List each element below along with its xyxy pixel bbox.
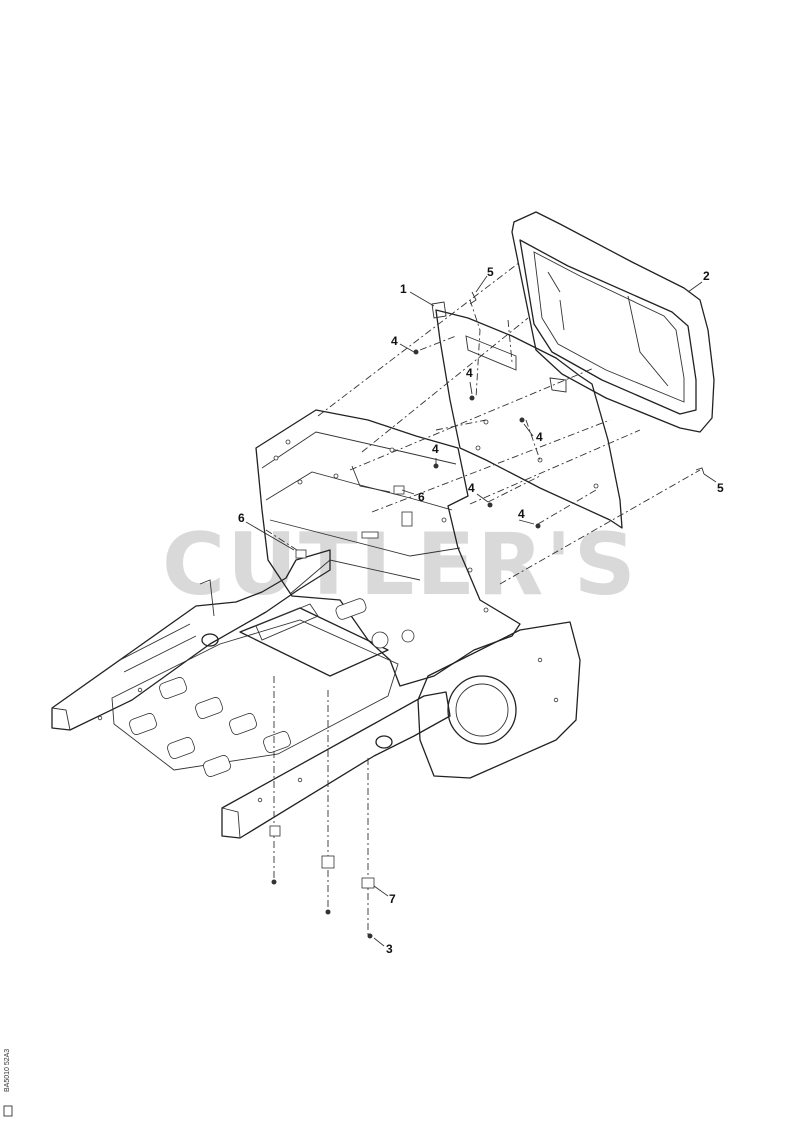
fastener-hardware — [269, 291, 705, 939]
callout-leaders — [245, 275, 717, 947]
main-frame — [51, 549, 581, 839]
callout-labels: 1 2 3 4 4 4 4 4 4 5 5 6 6 7 — [238, 265, 724, 956]
callout-4: 4 — [536, 430, 543, 444]
callout-5: 5 — [487, 265, 494, 279]
callout-7: 7 — [389, 892, 396, 906]
drawing-code-box — [3, 1105, 13, 1117]
callout-4: 4 — [391, 334, 398, 348]
callout-6: 6 — [238, 511, 245, 525]
callout-3: 3 — [386, 942, 393, 956]
callout-1: 1 — [400, 282, 407, 296]
callout-4: 4 — [432, 442, 439, 456]
callout-4: 4 — [468, 481, 475, 495]
callout-2: 2 — [703, 269, 710, 283]
seat-support-frame — [255, 409, 521, 687]
drawing-code: BA5010 52A3 — [4, 1049, 11, 1092]
callout-4: 4 — [518, 507, 525, 521]
seat-mounting-plate — [431, 301, 623, 529]
callout-4: 4 — [466, 366, 473, 380]
assembly-lines — [265, 261, 701, 936]
callout-5: 5 — [717, 481, 724, 495]
seat-pan — [511, 211, 715, 433]
watermark-text: CUTLER'S — [162, 515, 638, 615]
callout-6: 6 — [418, 490, 425, 504]
